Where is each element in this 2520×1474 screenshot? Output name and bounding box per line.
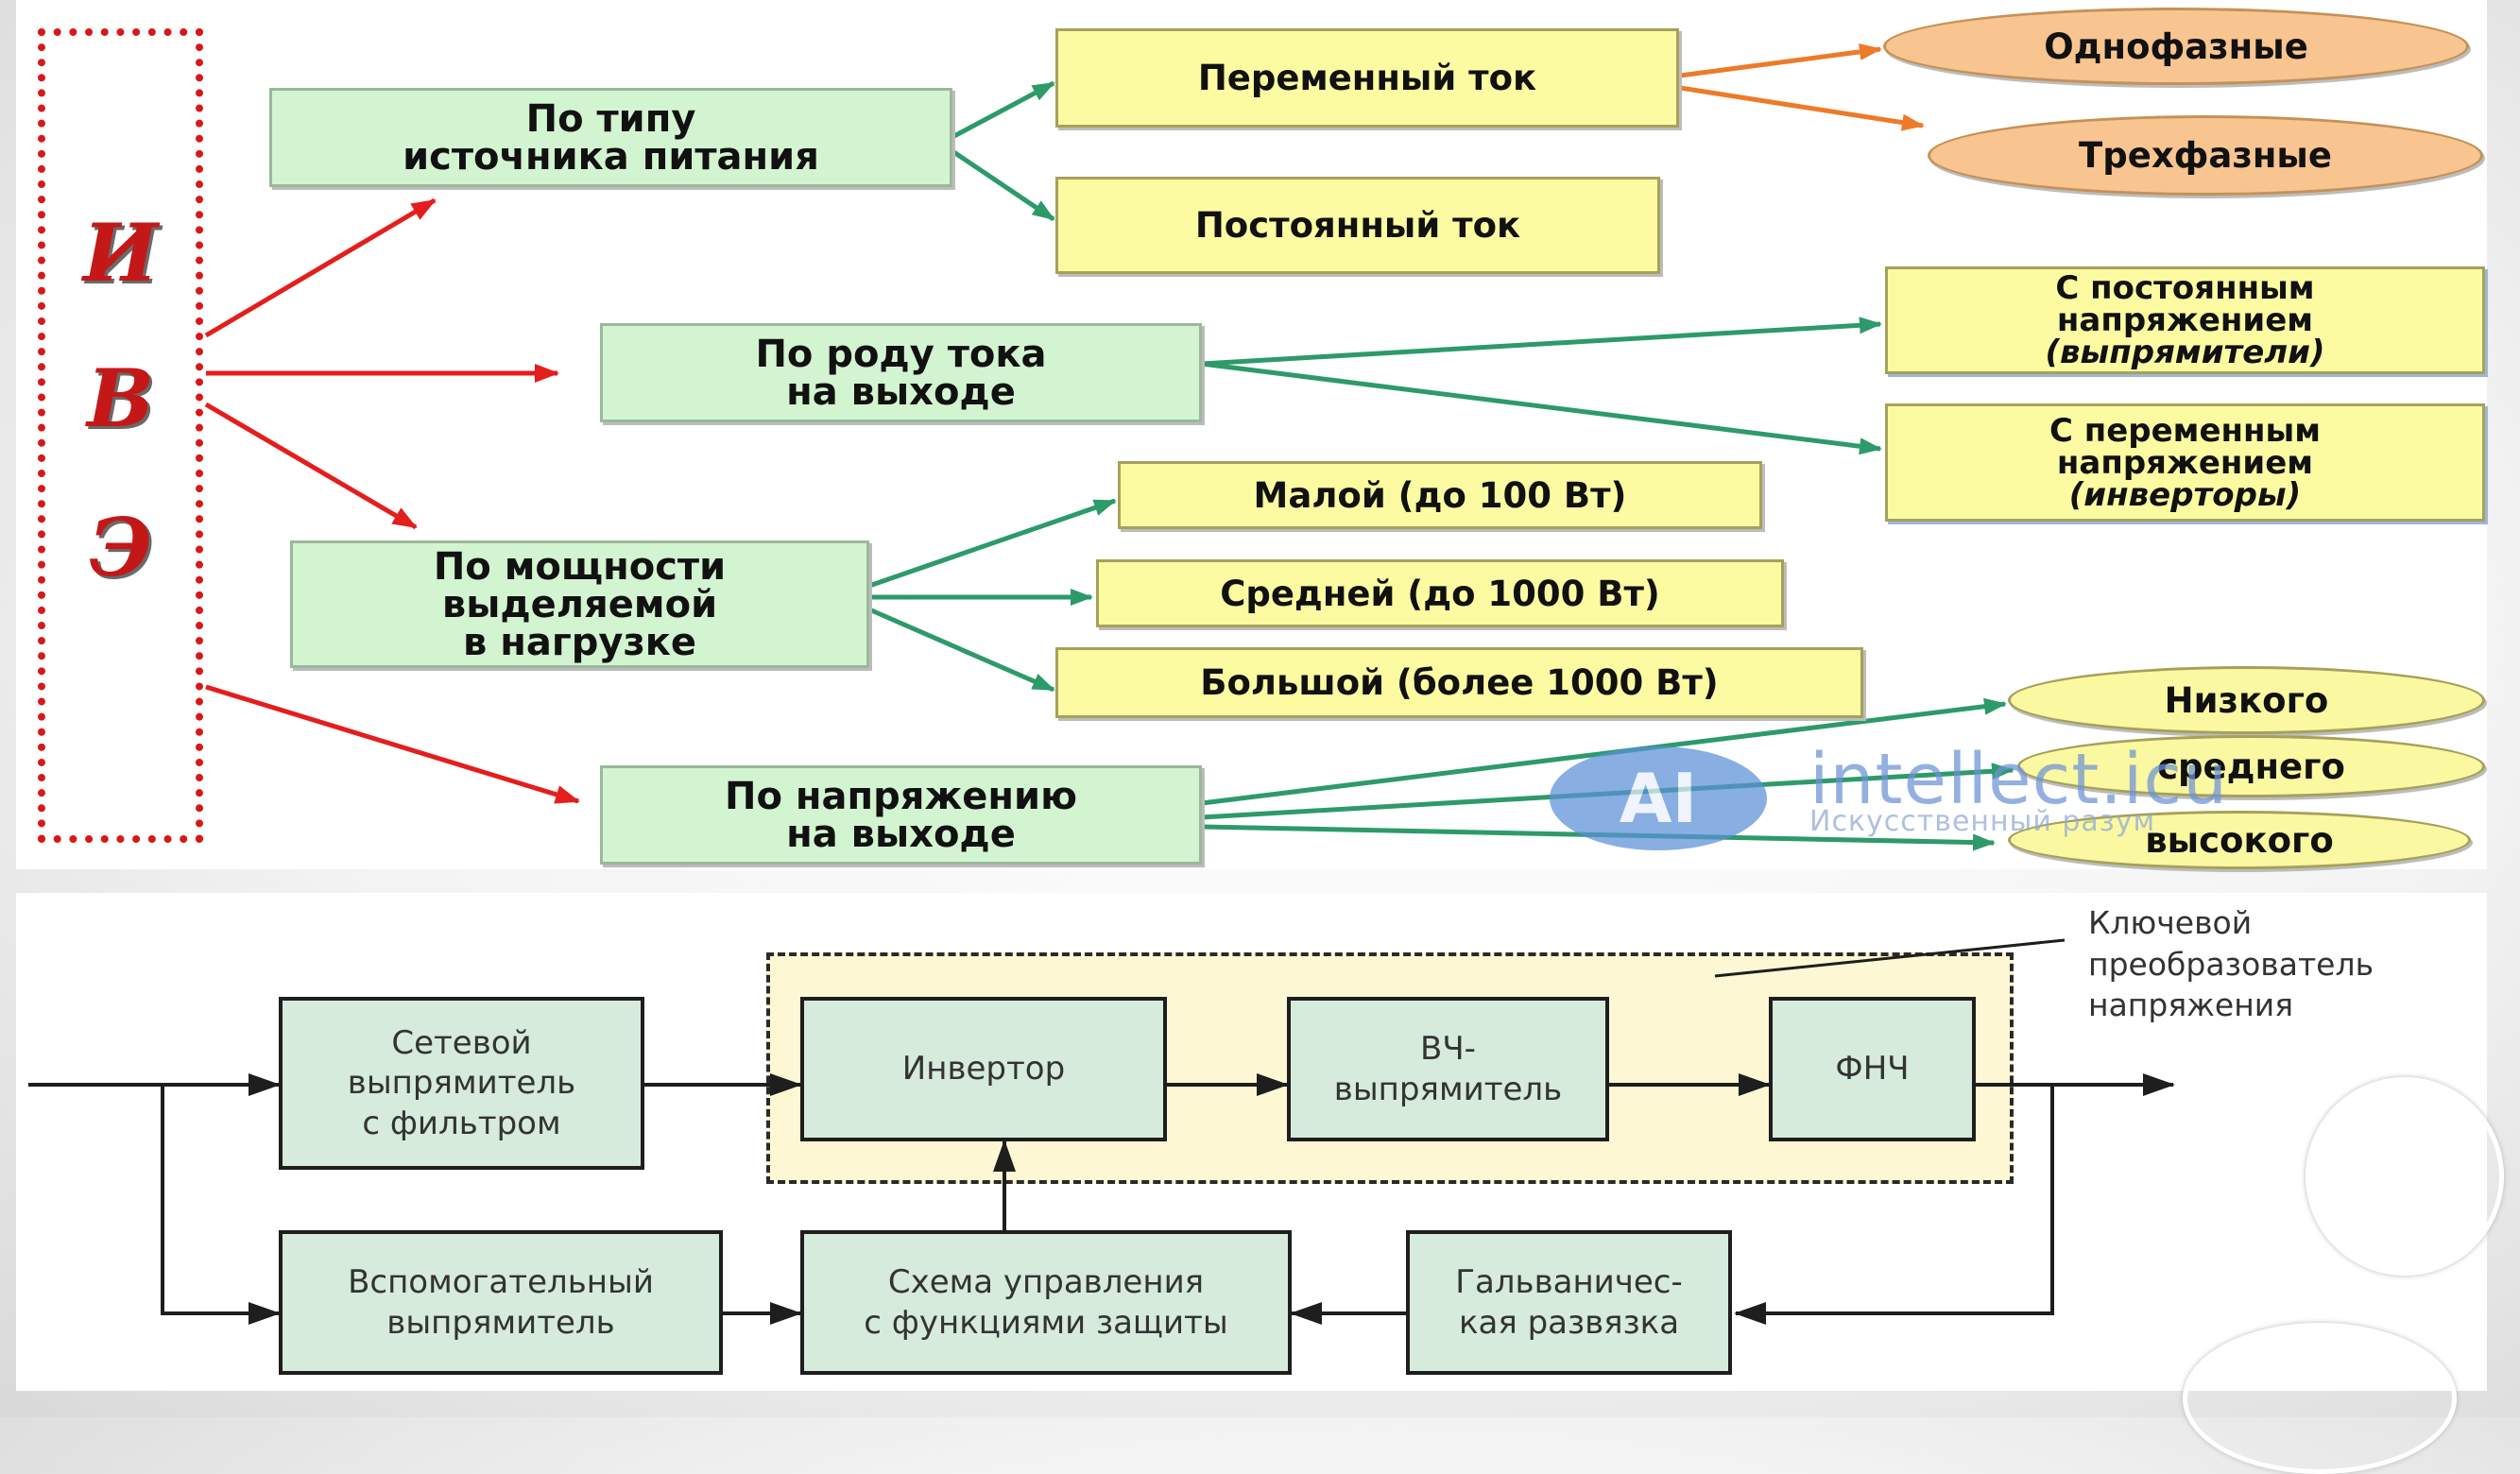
item-voltage-medium: среднего <box>2017 735 2485 797</box>
item-voltage-high: высокого <box>2008 811 2471 869</box>
item-alternating-voltage: С переменным напряжением (инверторы) <box>1885 403 2485 522</box>
category-output-current: По роду тока на выходе <box>600 323 1202 422</box>
ive-letter-v: В <box>87 351 154 445</box>
item-alternating-line3: (инверторы) <box>2068 475 2302 514</box>
ive-frame <box>38 28 203 843</box>
item-power-medium: Средней (до 1000 Вт) <box>1096 559 1784 627</box>
item-constant-voltage: С постоянным напряжением (выпрямители) <box>1885 266 2485 374</box>
watermark-title: intellect.icu <box>1809 739 2229 820</box>
block-mains-rectifier: Сетевой выпрямитель с фильтром <box>279 997 644 1170</box>
decorative-ring <box>2306 1077 2504 1276</box>
item-alternating-line1: С переменным <box>2049 411 2322 450</box>
category-source-type: По типу источника питания <box>269 88 952 187</box>
item-constant-line2: напряжением <box>2056 301 2314 339</box>
item-ac: Переменный ток <box>1055 28 1679 128</box>
category-power: По мощности выделяемой в нагрузке <box>290 540 869 668</box>
block-aux-rectifier: Вспомогательный выпрямитель <box>279 1230 723 1375</box>
block-inverter: Инвертор <box>800 997 1167 1141</box>
block-control: Схема управления с функциями защиты <box>800 1230 1292 1375</box>
item-alternating-line2: напряжением <box>2056 443 2314 482</box>
item-three-phase: Трехфазные <box>1928 115 2483 196</box>
key-converter-callout: Ключевой преобразователь напряжения <box>2088 904 2374 1024</box>
block-isolation: Гальваничес- кая развязка <box>1406 1230 1732 1375</box>
ive-letter-i: И <box>82 206 159 300</box>
item-voltage-low: Низкого <box>2008 666 2485 734</box>
decorative-ring <box>2183 1323 2457 1474</box>
item-power-low: Малой (до 100 Вт) <box>1118 461 1762 529</box>
block-hf-rectifier: ВЧ- выпрямитель <box>1287 997 1609 1141</box>
item-constant-line3: (выпрямители) <box>2045 334 2325 371</box>
item-dc: Постоянный ток <box>1055 177 1660 274</box>
block-lpf: ФНЧ <box>1769 997 1976 1141</box>
watermark-logo: AI <box>1550 746 1767 850</box>
watermark: AI intellect.icu Искусственный разум <box>1550 739 2438 850</box>
item-constant-line1: С постоянным <box>2055 269 2315 307</box>
watermark-subtitle: Искусственный разум <box>1809 805 2156 838</box>
ive-letter-e: Э <box>89 501 152 594</box>
category-output-voltage: По напряжению на выходе <box>600 765 1202 865</box>
item-power-high: Большой (более 1000 Вт) <box>1055 647 1863 718</box>
item-single-phase: Однофазные <box>1883 8 2469 85</box>
